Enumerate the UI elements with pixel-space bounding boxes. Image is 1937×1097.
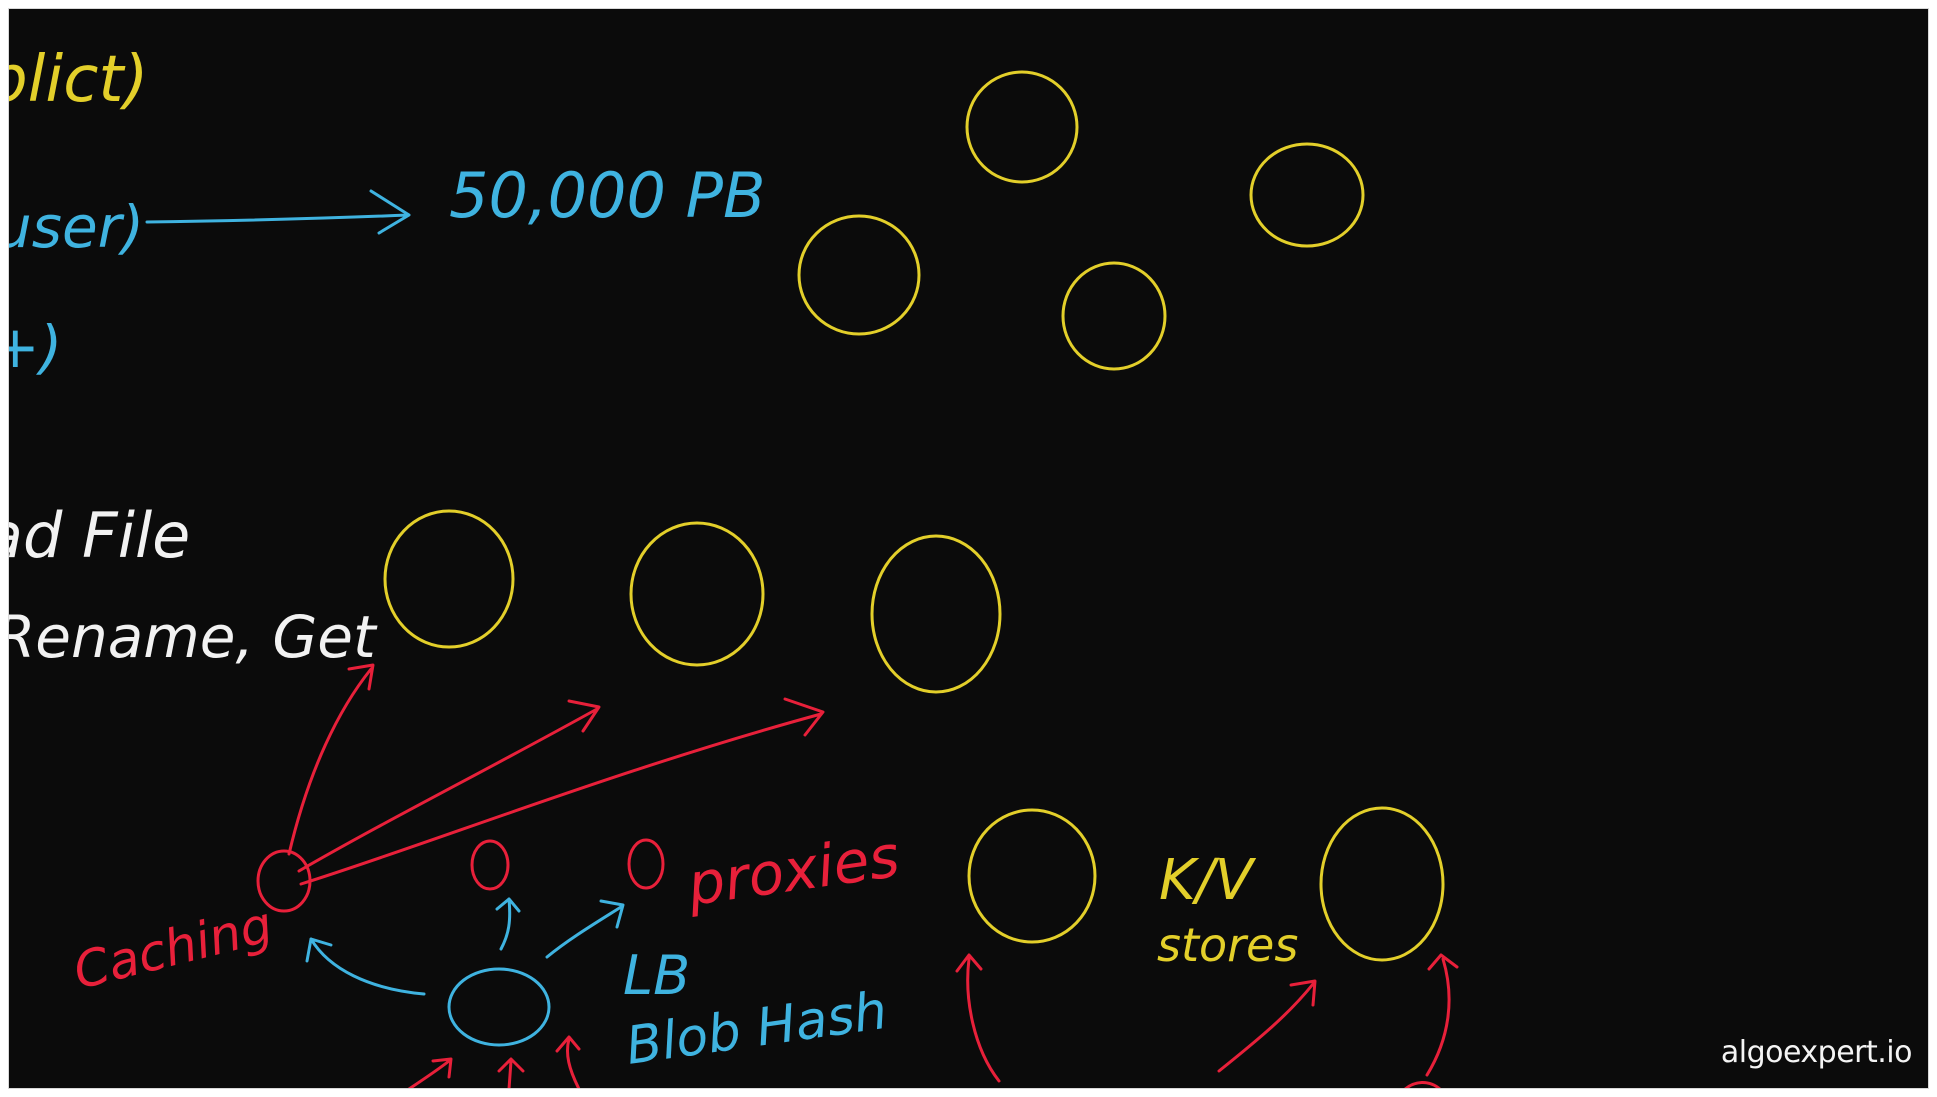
server-circle: [629, 521, 765, 667]
whiteboard-canvas: plict) user) +) ad File Rename, Get 50,0…: [9, 43, 1459, 1088]
note-line-4: ad File: [9, 499, 190, 572]
note-line-3: +): [9, 313, 62, 381]
kv-arrow: [1425, 953, 1459, 1077]
cache-arrow: [287, 663, 375, 856]
node-circle: [1249, 142, 1365, 248]
incoming-arrow: [407, 1057, 453, 1088]
note-line-2: user): [9, 193, 144, 261]
lb-arrow: [495, 897, 521, 951]
incoming-arrow: [497, 1057, 525, 1088]
proxy-circle: [470, 839, 510, 891]
lb-arrow: [305, 937, 426, 996]
whiteboard-frame: plict) user) +) ad File Rename, Get 50,0…: [8, 8, 1929, 1089]
lb-label: LB: [623, 944, 690, 1007]
incoming-arrow: [555, 1035, 581, 1088]
server-circle: [383, 509, 515, 649]
kv-label-line1: K/V: [1159, 848, 1257, 913]
storage-estimate: 50,000 PB: [449, 159, 766, 232]
caching-label: Caching: [68, 895, 278, 1000]
lb-arrow: [545, 899, 625, 959]
proxies-label: proxies: [682, 822, 903, 919]
note-line-5: Rename, Get: [9, 603, 378, 671]
node-circle: [797, 214, 921, 336]
proxy-circle: [627, 838, 665, 890]
note-line-1: plict): [9, 43, 148, 117]
node-circle: [965, 70, 1079, 184]
kv-store-circle: [967, 808, 1097, 944]
kv-store-circle: [1319, 806, 1445, 962]
kv-label-line2: stores: [1157, 918, 1298, 972]
kv-arrow: [1217, 979, 1317, 1073]
kv-arrow-tail: [1404, 1081, 1441, 1088]
cache-arrow: [297, 699, 601, 873]
lb-node: [447, 967, 551, 1047]
cache-node: [256, 849, 312, 913]
kv-arrow: [955, 953, 1001, 1083]
server-circle: [870, 534, 1002, 694]
watermark: algoexpert.io: [1720, 1035, 1913, 1070]
cache-arrow: [299, 697, 825, 886]
estimate-arrow: [145, 189, 411, 235]
node-circle: [1061, 261, 1167, 371]
